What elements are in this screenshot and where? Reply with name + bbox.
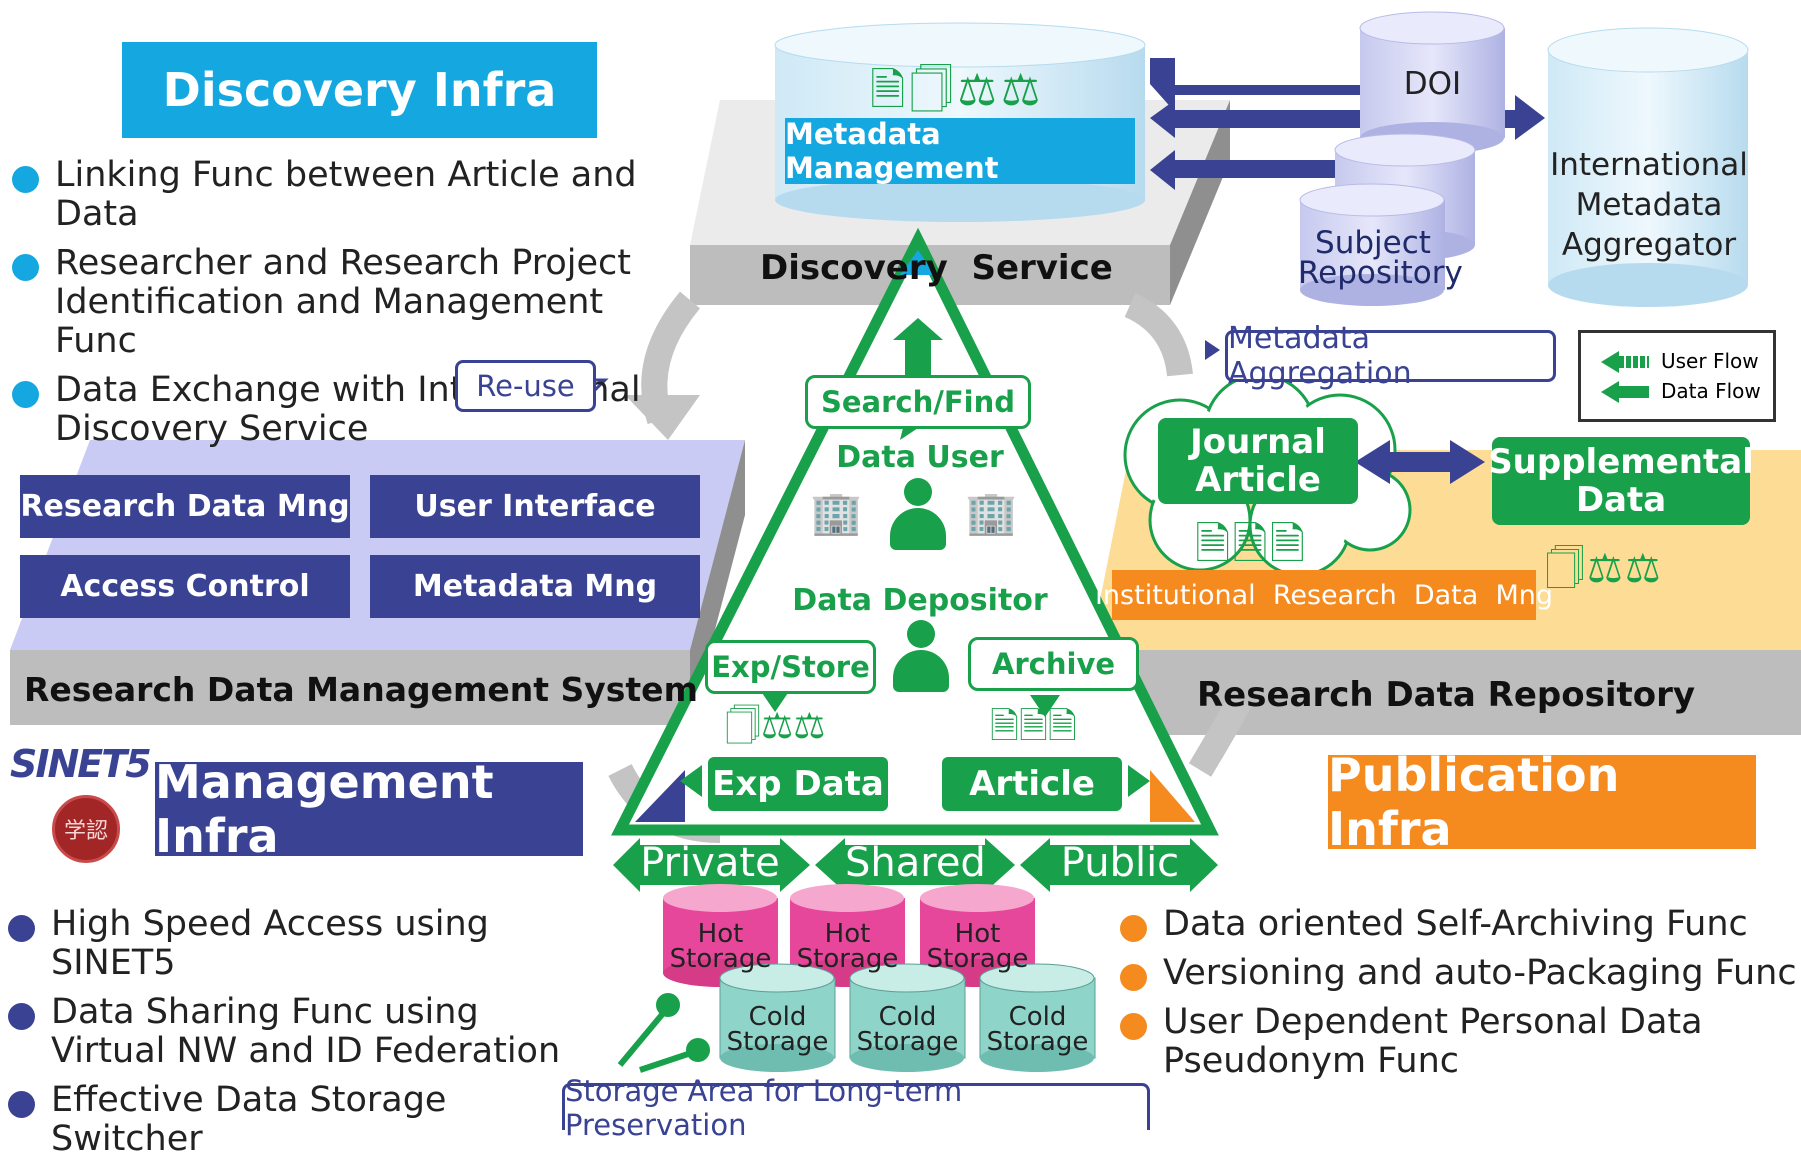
stamp-icon: ⚖ — [1000, 65, 1045, 116]
data-user-label: Data User — [836, 440, 1004, 475]
checklist-icon: 🗍 — [909, 65, 958, 116]
research-data-mng-button[interactable]: Research Data Mng — [20, 475, 350, 538]
list-item: Data Sharing Func using Virtual NW and I… — [6, 993, 606, 1071]
document-icon: 🗎 — [870, 65, 910, 116]
list-item: Linking Func between Article and Data — [10, 156, 690, 234]
flow-legend: User Flow Data Flow — [1578, 330, 1776, 422]
access-control-button[interactable]: Access Control — [20, 555, 350, 618]
journal-document-icons: 🗎🗎🗎 — [1195, 512, 1307, 587]
stamp-icon: ⚖ — [1624, 546, 1663, 592]
document-icon: 🗎 — [1047, 706, 1077, 747]
archive-callout: Archive — [968, 637, 1139, 691]
zone-public: Public — [1060, 840, 1180, 886]
subject-repository-cylinder — [1299, 133, 1476, 306]
hot-storage-label: Hot Storage — [669, 919, 772, 974]
user-interface-button[interactable]: User Interface — [370, 475, 700, 538]
scales-icon: ⚖ — [957, 65, 1001, 116]
list-item: Effective Data Storage Switcher — [6, 1081, 606, 1159]
building-icon: 🏢 — [965, 488, 1018, 537]
research-data-management-system-label: Research Data Management System — [24, 670, 698, 709]
list-item: High Speed Access using SINET5 — [6, 905, 606, 983]
aggregator-cylinder — [1547, 27, 1749, 307]
metadata-mng-button[interactable]: Metadata Mng — [370, 555, 700, 618]
document-icon: 🗎 — [1018, 706, 1048, 747]
journal-supplemental-arrow — [1355, 440, 1485, 484]
sinet5-logo: SINET5 — [10, 742, 152, 786]
hot-storage-label: Hot Storage — [796, 919, 899, 974]
research-data-repository-label: Research Data Repository — [1197, 675, 1696, 715]
exp-icons: 🗍⚖⚖ — [725, 700, 826, 761]
list-item: Researcher and Research Project Identifi… — [10, 244, 690, 361]
supplemental-data-label: Supplemental Data — [1488, 437, 1754, 525]
list-item: Data oriented Self-Archiving Func — [1118, 905, 1798, 944]
storage-switcher-icon — [617, 993, 710, 1073]
metadata-management-label: Metadata Management — [785, 117, 1135, 185]
discovery-feature-list: Linking Func between Article and Data Re… — [10, 156, 690, 459]
subject-repository-label: Subject Repository — [1298, 225, 1463, 291]
data-user-group: 🏢 🏢 — [810, 478, 1030, 550]
cold-storage-label: Cold Storage — [726, 1002, 829, 1057]
user-flow-legend-icon — [1601, 351, 1619, 373]
exp-data-label: Exp Data — [708, 757, 888, 811]
publication-infra-title: Publication Infra — [1328, 748, 1756, 856]
gakunin-seal-icon: 学認 — [52, 795, 120, 863]
article-label: Article — [942, 757, 1122, 811]
document-icon: 🗎 — [1269, 519, 1308, 570]
aggregator-label: International Metadata Aggregator — [1550, 147, 1748, 263]
long-term-storage-callout: Storage Area for Long-term Preservation — [562, 1074, 1150, 1142]
building-icon: 🏢 — [810, 488, 863, 537]
management-infra-title: Management Infra — [155, 755, 583, 863]
search-find-callout: Search/Find — [805, 375, 1031, 429]
publication-feature-list: Data oriented Self-Archiving Func Versio… — [1118, 905, 1798, 1091]
list-item: Versioning and auto-Packaging Func — [1118, 954, 1798, 993]
data-depositor-label: Data Depositor — [792, 583, 1048, 618]
user-flow-legend-label: User Flow — [1661, 349, 1759, 373]
reuse-callout: Re-use — [455, 360, 596, 412]
metadata-aggregation-callout: Metadata Aggregation — [1225, 321, 1556, 391]
exp-data-arrow-icon — [680, 765, 702, 797]
depositor-user-icon — [893, 620, 949, 692]
repository-icons: 🗍⚖⚖ — [1545, 540, 1663, 608]
management-feature-list: High Speed Access using SINET5 Data Shar… — [6, 905, 606, 1169]
zone-band — [613, 838, 1218, 892]
cold-storage-cylinders — [719, 963, 1096, 1072]
document-icon: 🗎 — [990, 706, 1019, 747]
journal-article-label: Journal Article — [1158, 418, 1358, 504]
scales-icon: ⚖ — [1586, 546, 1625, 592]
data-flow-legend-icon — [1601, 381, 1619, 403]
user-icon — [890, 478, 946, 550]
archive-icons: 🗎🗎🗎 — [990, 700, 1077, 761]
doi-label: DOI — [1403, 66, 1462, 102]
stamp-icon: ⚖ — [793, 706, 826, 747]
institutional-data-mng-label: Institutional Research Data Mng — [1095, 570, 1553, 620]
zone-private: Private — [640, 840, 780, 886]
cold-storage-label: Cold Storage — [986, 1002, 1089, 1057]
checklist-icon: 🗍 — [725, 706, 761, 747]
cold-storage-label: Cold Storage — [856, 1002, 959, 1057]
document-icon: 🗎 — [1195, 519, 1233, 570]
scales-icon: ⚖ — [760, 706, 794, 747]
discovery-service-label: Discovery Service — [760, 248, 1113, 288]
list-item: User Dependent Personal Data Pseudonym F… — [1118, 1003, 1798, 1081]
hot-storage-label: Hot Storage — [926, 919, 1029, 974]
discovery-infra-title: Discovery Infra — [122, 42, 597, 138]
exp-store-callout: Exp/Store — [705, 640, 876, 694]
article-arrow-icon — [1128, 765, 1150, 797]
metadata-icons: 🗎🗍⚖⚖ — [870, 58, 1060, 116]
data-flow-legend-label: Data Flow — [1661, 379, 1761, 403]
checklist-icon: 🗍 — [1545, 546, 1587, 592]
document-icon: 🗎 — [1232, 519, 1270, 570]
zone-shared: Shared — [845, 840, 986, 886]
